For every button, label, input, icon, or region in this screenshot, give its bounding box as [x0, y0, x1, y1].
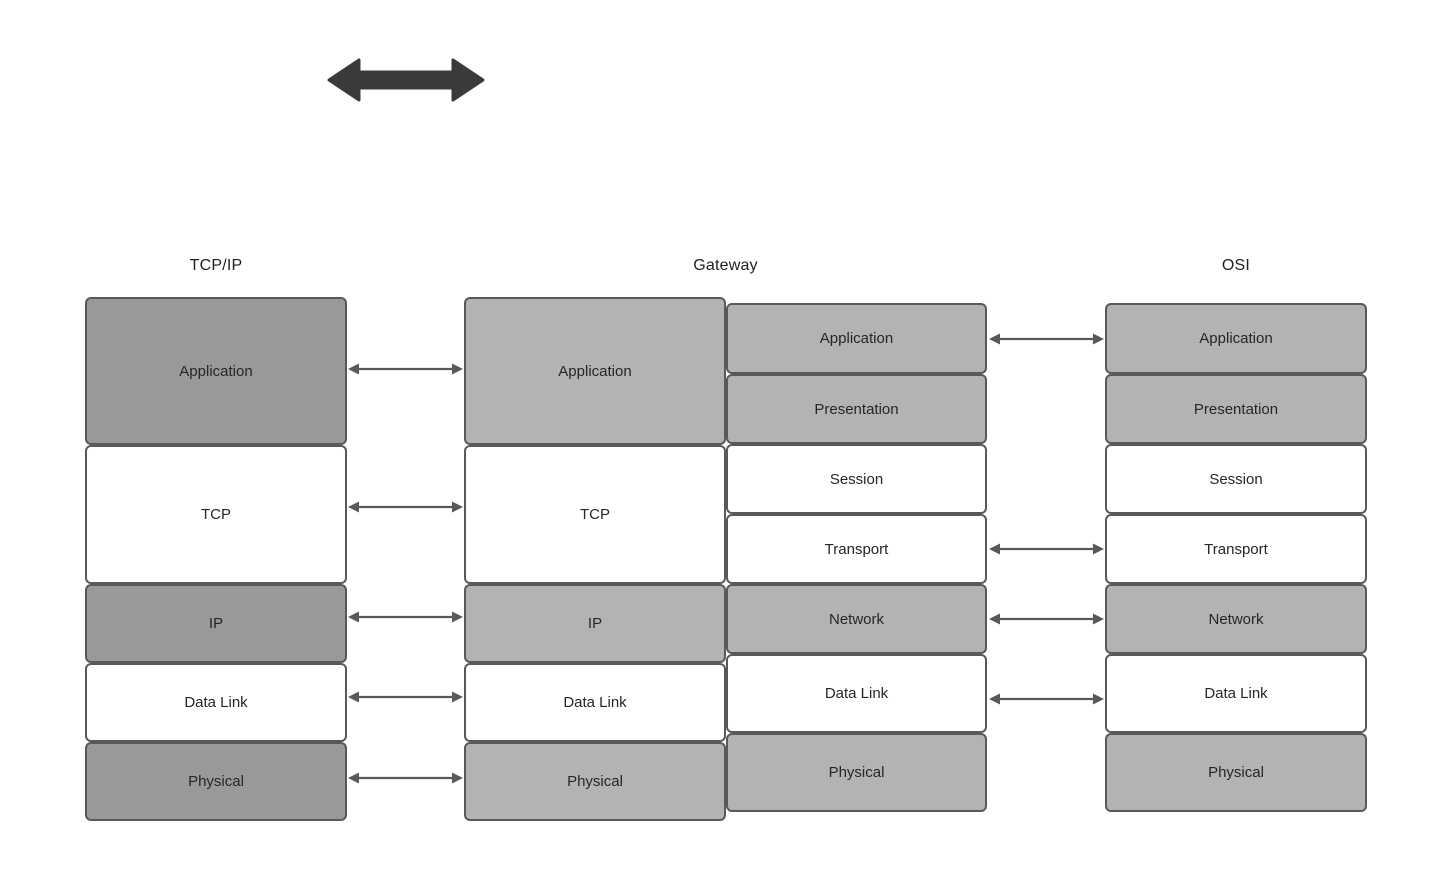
layer-label: Transport: [824, 540, 889, 558]
layer-label: Session: [829, 470, 884, 488]
layer-box-tcpip-physical[interactable]: Physical: [85, 742, 347, 821]
layer-label: Data Link: [824, 685, 889, 702]
layer-label: Presentation: [814, 400, 899, 418]
layer-label: Application: [179, 362, 253, 380]
connector-arrow-tcpip-gateway-data-link: [348, 691, 463, 703]
connector-arrow-gateway-osi-network: [989, 613, 1104, 625]
layer-label: Physical: [188, 773, 244, 790]
layer-label: Application: [1199, 330, 1273, 347]
layer-box-gateway-left-physical[interactable]: Physical: [464, 742, 726, 821]
layer-box-osi-data-link[interactable]: Data Link: [1105, 654, 1367, 733]
column-title-gateway: Gateway: [693, 257, 758, 274]
layer-box-gateway-right-presentation[interactable]: Presentation: [726, 374, 987, 444]
layer-box-osi-application[interactable]: Application: [1105, 303, 1367, 374]
layer-box-gateway-right-session[interactable]: Session: [726, 444, 987, 514]
layer-label: Data Link: [563, 694, 627, 711]
layer-label: Data Link: [184, 694, 248, 711]
layer-box-osi-network[interactable]: Network: [1105, 584, 1367, 654]
column-title-osi: OSI: [1221, 257, 1251, 274]
layer-label: Physical: [1208, 764, 1264, 781]
layer-label: Data Link: [1204, 685, 1268, 702]
layer-label: Application: [819, 330, 894, 347]
layer-box-tcpip-tcp[interactable]: TCP: [85, 445, 347, 584]
layer-box-gateway-right-network[interactable]: Network: [726, 584, 987, 654]
layer-box-gateway-left-tcp[interactable]: TCP: [464, 445, 726, 584]
bidirectional-communication-arrow-icon: [327, 56, 485, 104]
layer-box-gateway-right-physical[interactable]: Physical: [726, 733, 987, 812]
layer-label: Application: [558, 362, 632, 380]
layer-label: Network: [1208, 610, 1264, 628]
layer-label: TCP: [580, 506, 610, 523]
layer-label: Presentation: [1193, 400, 1279, 418]
connector-arrow-tcpip-gateway-tcp: [348, 501, 463, 513]
layer-box-osi-session[interactable]: Session: [1105, 444, 1367, 514]
column-title-tcpip: TCP/IP: [189, 257, 243, 274]
connector-arrow-tcpip-gateway-application: [348, 363, 463, 375]
layer-box-osi-presentation[interactable]: Presentation: [1105, 374, 1367, 444]
layer-box-tcpip-application[interactable]: Application: [85, 297, 347, 445]
layer-box-gateway-right-data-link[interactable]: Data Link: [726, 654, 987, 733]
layer-label: IP: [587, 615, 603, 632]
layer-label: Session: [1209, 470, 1263, 488]
layer-label: Network: [828, 610, 884, 628]
layer-box-gateway-right-transport[interactable]: Transport: [726, 514, 987, 584]
layer-label: Physical: [828, 764, 885, 781]
layer-label: IP: [208, 615, 224, 632]
layer-box-gateway-left-data-link[interactable]: Data Link: [464, 663, 726, 742]
layer-box-gateway-left-ip[interactable]: IP: [464, 584, 726, 663]
layer-box-osi-transport[interactable]: Transport: [1105, 514, 1367, 584]
layer-box-tcpip-ip[interactable]: IP: [85, 584, 347, 663]
layer-box-osi-physical[interactable]: Physical: [1105, 733, 1367, 812]
layer-box-gateway-left-application[interactable]: Application: [464, 297, 726, 445]
layer-label: Transport: [1204, 540, 1268, 558]
connector-arrow-gateway-osi-data-link: [989, 693, 1104, 705]
layer-box-gateway-right-application[interactable]: Application: [726, 303, 987, 374]
connector-arrow-tcpip-gateway-physical: [348, 772, 463, 784]
layer-label: TCP: [201, 506, 231, 523]
layer-box-tcpip-data-link[interactable]: Data Link: [85, 663, 347, 742]
connector-arrow-tcpip-gateway-ip: [348, 611, 463, 623]
connector-arrow-gateway-osi-application: [989, 333, 1104, 345]
connector-arrow-gateway-osi-transport: [989, 543, 1104, 555]
layer-label: Physical: [567, 773, 623, 790]
